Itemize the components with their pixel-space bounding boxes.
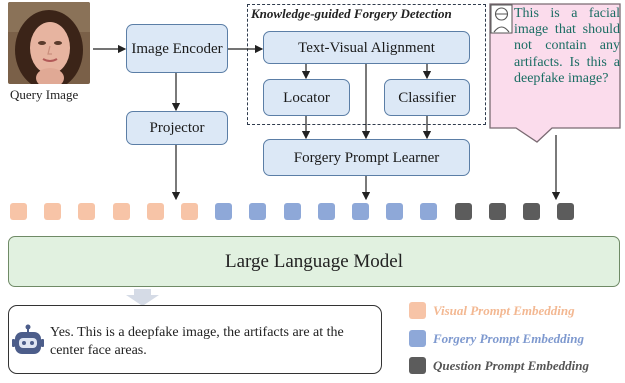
visual-prompt-token	[78, 203, 95, 220]
visual-prompt-token	[181, 203, 198, 220]
large-language-model-block: Large Language Model	[8, 236, 620, 287]
legend-swatch-visual	[409, 302, 426, 319]
output-down-arrow	[126, 289, 159, 306]
visual-prompt-token	[147, 203, 164, 220]
question-prompt-token	[557, 203, 574, 220]
forgery-prompt-token	[386, 203, 403, 220]
legend-label-forgery: Forgery Prompt Embedding	[433, 331, 584, 346]
image-encoder-block: Image Encoder	[126, 24, 228, 73]
legend-swatch-forgery	[409, 330, 426, 347]
legend-label-question: Question Prompt Embedding	[433, 358, 590, 373]
forgery-prompt-learner-block: Forgery Prompt Learner	[263, 139, 470, 176]
legend-label-visual: Visual Prompt Embedding	[433, 303, 575, 318]
visual-prompt-token	[44, 203, 61, 220]
forgery-prompt-token	[249, 203, 266, 220]
question-text: This is a facial image that should not c…	[514, 6, 620, 86]
forgery-prompt-token	[352, 203, 369, 220]
forgery-prompt-token	[420, 203, 437, 220]
answer-text: Yes. This is a deepfake image, the artif…	[50, 325, 344, 358]
user-avatar-icon	[490, 4, 513, 34]
query-image-caption: Query Image	[10, 87, 79, 102]
knowledge-guided-title: Knowledge-guided Forgery Detection	[251, 6, 452, 21]
forgery-prompt-token	[215, 203, 232, 220]
text-visual-alignment-block: Text-Visual Alignment	[263, 31, 470, 64]
projector-block: Projector	[126, 111, 228, 145]
llm-label: Large Language Model	[225, 250, 403, 272]
question-prompt-token	[489, 203, 506, 220]
answer-box	[8, 305, 382, 374]
question-prompt-token	[455, 203, 472, 220]
question-prompt-token	[523, 203, 540, 220]
robot-icon	[12, 324, 44, 354]
visual-prompt-token	[10, 203, 27, 220]
legend-swatch-question	[409, 357, 426, 374]
visual-prompt-token	[113, 203, 130, 220]
classifier-block: Classifier	[384, 79, 470, 116]
forgery-prompt-token	[284, 203, 301, 220]
query-face-image	[8, 2, 90, 84]
locator-block: Locator	[263, 79, 350, 116]
forgery-prompt-token	[318, 203, 335, 220]
